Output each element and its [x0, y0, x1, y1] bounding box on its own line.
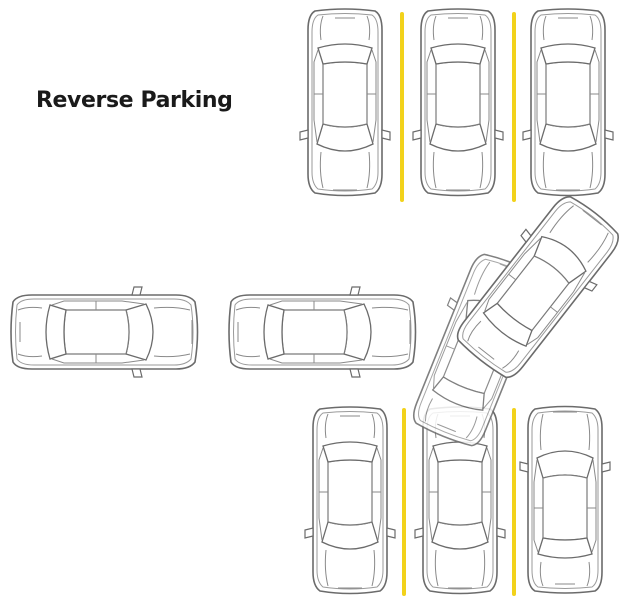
diagram-title: Reverse Parking	[36, 88, 233, 113]
car-middle-1	[10, 286, 199, 378]
car-top-1	[299, 8, 391, 197]
car-middle-2	[228, 286, 417, 378]
car-top-3	[522, 8, 614, 197]
car-bottom-3	[519, 405, 611, 594]
car-top-2	[412, 8, 504, 197]
car-bottom-1	[304, 406, 396, 595]
